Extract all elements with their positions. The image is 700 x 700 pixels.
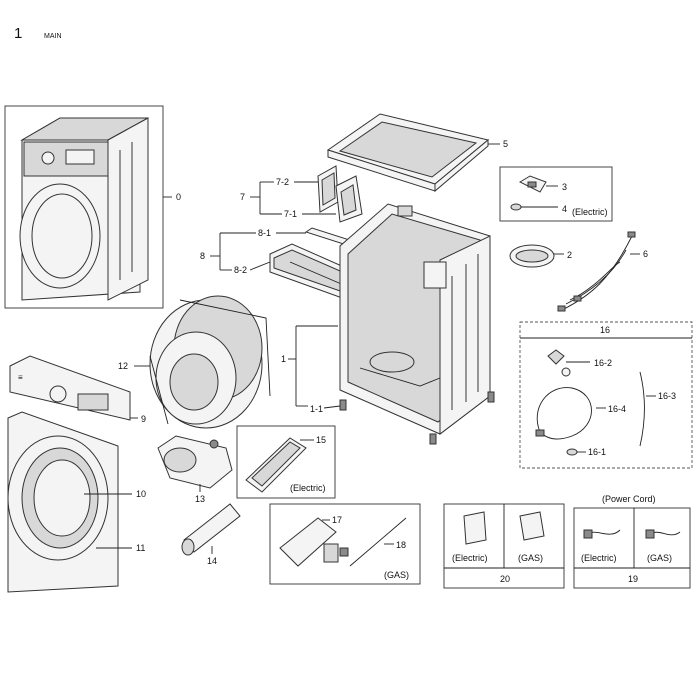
label-10: 10: [136, 489, 146, 499]
label-1-1: 1-1: [310, 404, 323, 414]
label-2: 2: [567, 250, 572, 260]
label-17: 17: [332, 515, 342, 525]
part-18-burner-tube[interactable]: [349, 517, 407, 567]
part-19-electric-cord[interactable]: [583, 529, 621, 539]
part-19-gas-cord[interactable]: [645, 529, 681, 539]
label-8-1: 8-1: [258, 228, 271, 238]
label-19: 19: [628, 574, 638, 584]
label-8-2: 8-2: [234, 265, 247, 275]
label-7-1: 7-1: [284, 209, 297, 219]
part-3-sensor-bracket[interactable]: [518, 175, 547, 193]
label-15: 15: [316, 435, 326, 445]
note-power-cord: (Power Cord): [602, 494, 656, 504]
label-9: 9: [141, 414, 146, 424]
note-b20-gas: (GAS): [518, 553, 543, 563]
part-6-wire-harness[interactable]: [557, 231, 636, 312]
section-title: MAIN: [44, 33, 62, 40]
label-11: 11: [136, 543, 145, 553]
label-1: 1: [281, 354, 286, 364]
note-b19-electric: (Electric): [581, 553, 617, 563]
part-16-1-washer[interactable]: [566, 448, 578, 456]
label-7-2: 7-2: [276, 177, 289, 187]
label-3: 3: [562, 182, 567, 192]
label-13: 13: [195, 494, 205, 504]
part-16-2-fitting[interactable]: [547, 349, 571, 377]
part-1-cabinet[interactable]: [339, 203, 495, 445]
label-12: 12: [118, 361, 128, 371]
label-5: 5: [503, 139, 508, 149]
part-13-blower[interactable]: [157, 435, 233, 489]
note-b19-gas: (GAS): [647, 553, 672, 563]
label-18: 18: [396, 540, 406, 550]
part-10-door[interactable]: [7, 435, 109, 561]
part-7-1-bracket[interactable]: [335, 175, 363, 223]
label-4: 4: [562, 204, 567, 214]
part-0-dryer-assembly[interactable]: [4, 105, 164, 309]
label-16-2: 16-2: [594, 358, 612, 368]
label-6: 6: [643, 249, 648, 259]
note-b20-electric: (Electric): [452, 553, 488, 563]
label-20: 20: [500, 574, 510, 584]
part-20-electric-bracket[interactable]: [463, 511, 487, 545]
part-9-control-panel[interactable]: ≡: [9, 355, 131, 421]
label-14: 14: [207, 556, 217, 566]
label-16-4: 16-4: [608, 404, 626, 414]
label-16: 16: [600, 325, 610, 335]
part-17-gas-valve[interactable]: [279, 517, 349, 567]
note-electric-15: (Electric): [290, 483, 326, 493]
part-12-drum[interactable]: [149, 295, 271, 429]
label-8: 8: [200, 251, 205, 261]
label-16-3: 16-3: [658, 391, 676, 401]
note-gas-17-18: (GAS): [384, 570, 409, 580]
part-2-belt[interactable]: [509, 244, 555, 268]
part-16-4-water-hose[interactable]: [535, 387, 592, 440]
part-20-gas-bracket[interactable]: [519, 511, 545, 541]
label-16-1: 16-1: [588, 447, 606, 457]
part-14-duct[interactable]: [181, 503, 241, 556]
part-15-heater[interactable]: [245, 437, 307, 493]
page-number: 1: [14, 25, 22, 42]
svg-text:≡: ≡: [18, 373, 23, 382]
part-7-2-bracket[interactable]: [317, 165, 339, 213]
label-0: 0: [176, 192, 181, 202]
part-5-top-cover[interactable]: [326, 113, 490, 193]
part-16-3-hose[interactable]: [639, 371, 645, 447]
part-4-screw[interactable]: [510, 203, 522, 211]
label-7: 7: [240, 192, 245, 202]
note-electric-3-4: (Electric): [572, 207, 608, 217]
